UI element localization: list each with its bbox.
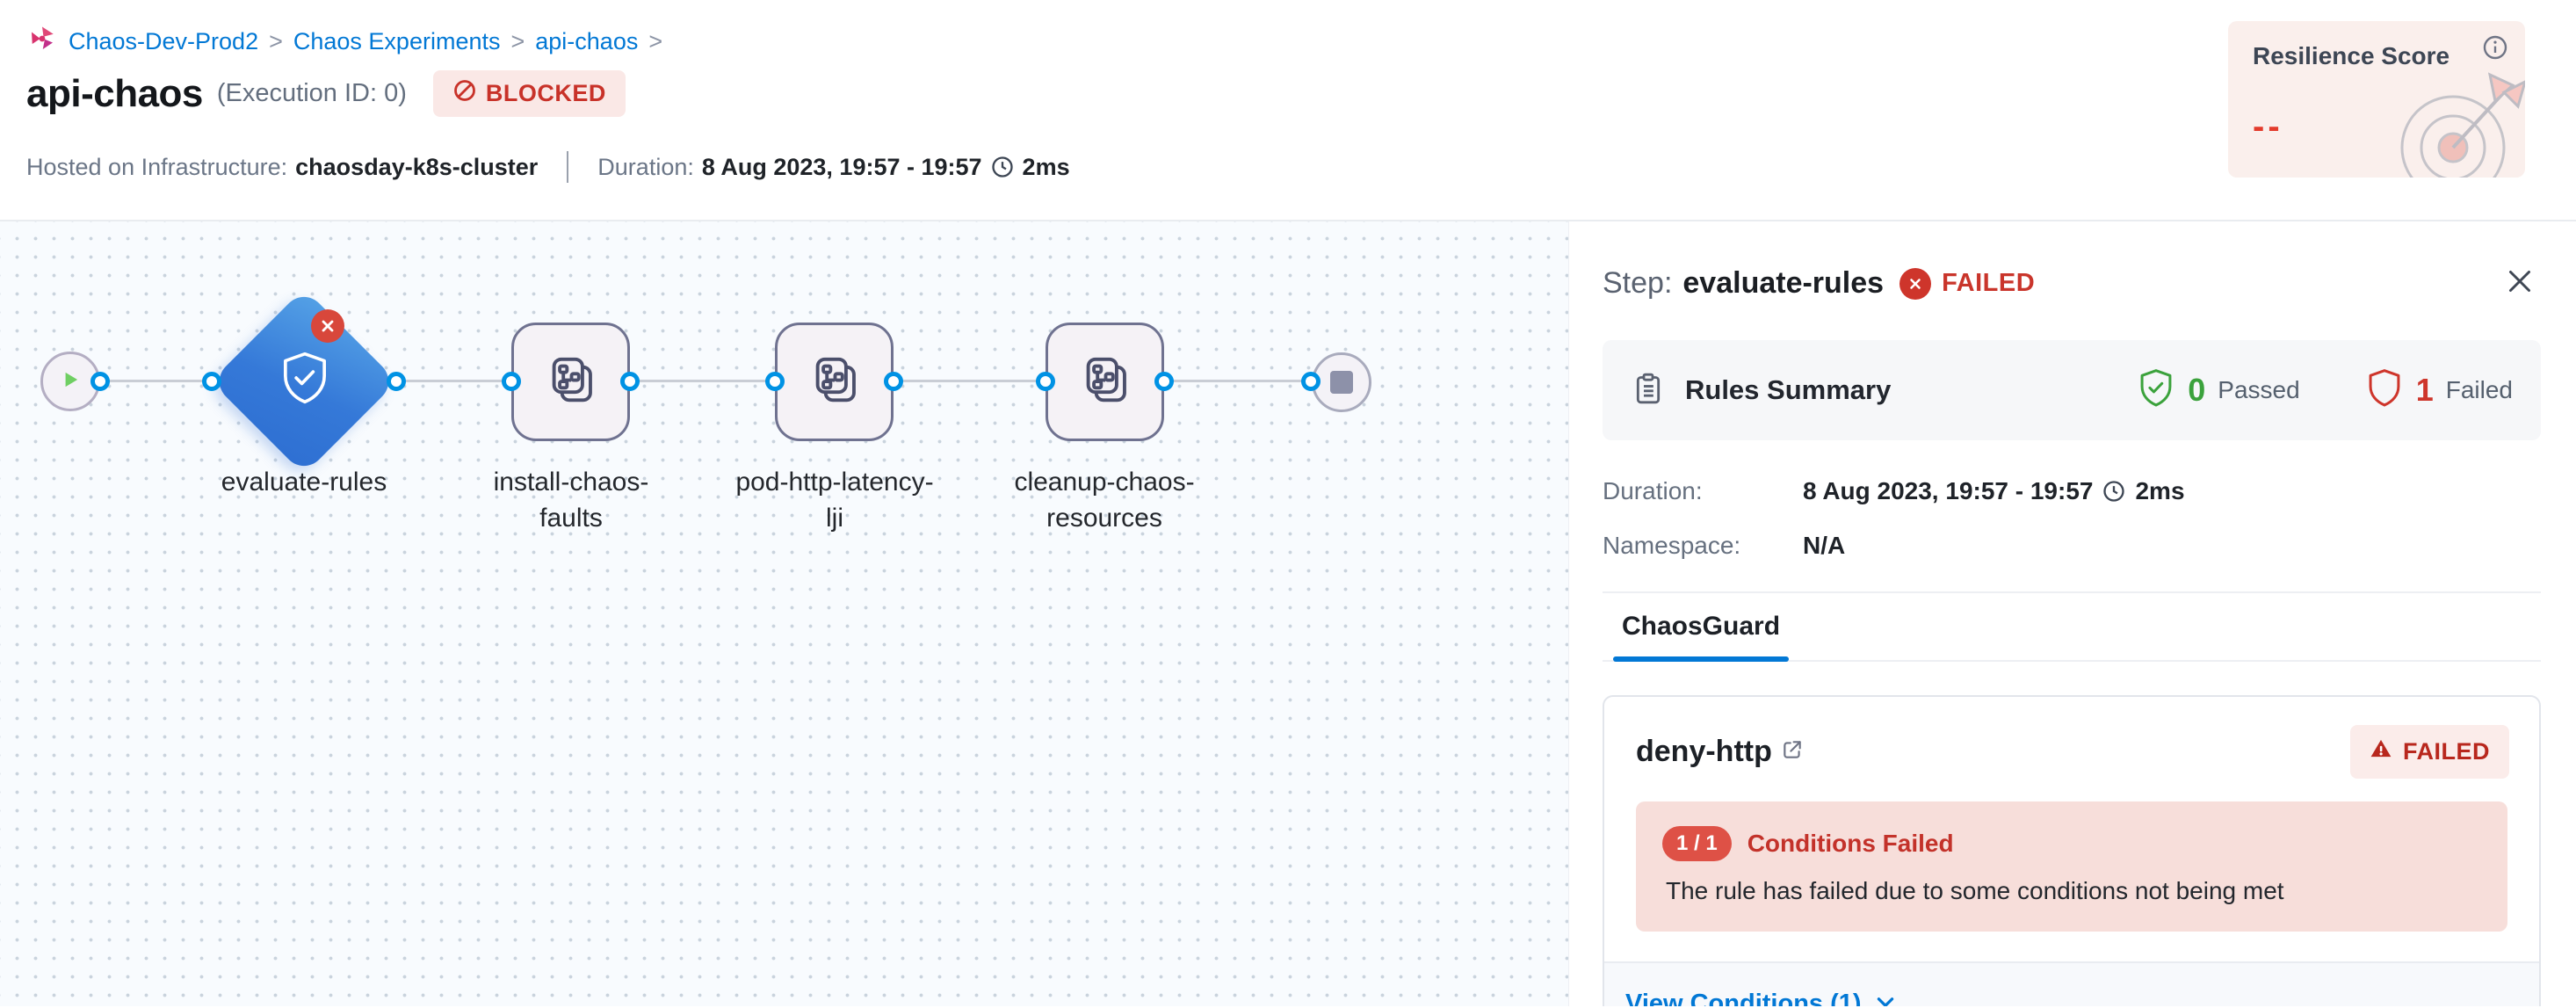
pipeline-edge <box>70 380 1311 382</box>
warning-triangle-icon <box>2370 737 2392 766</box>
duration-value: 8 Aug 2023, 19:57 - 19:57 <box>701 153 982 180</box>
clock-icon <box>990 155 1015 179</box>
panel-tabs: ChaosGuard <box>1603 591 2541 662</box>
port <box>202 372 221 391</box>
prohibited-icon <box>452 78 477 109</box>
conditions-failed-alert: 1 / 1 Conditions Failed The rule has fai… <box>1636 801 2507 932</box>
port <box>620 372 640 391</box>
rule-name-link[interactable]: deny-http <box>1636 735 1804 769</box>
pipeline-node-cleanup-chaos-resources[interactable] <box>1046 323 1164 441</box>
page-title: api-chaos <box>26 71 203 115</box>
breadcrumb-experiment-name[interactable]: api-chaos <box>535 28 639 54</box>
rule-status-text: FAILED <box>2402 738 2490 765</box>
pipeline-node-pod-http-latency[interactable] <box>775 323 894 441</box>
rule-status-badge: FAILED <box>2349 725 2509 779</box>
node-failed-badge <box>311 309 344 343</box>
step-label: Step: <box>1603 266 1673 300</box>
conditions-ratio-pill: 1 / 1 <box>1662 826 1732 861</box>
port <box>90 372 110 391</box>
node-label-cleanup-chaos-resources: cleanup-chaos-resources <box>1014 468 1195 533</box>
breadcrumb-project[interactable]: Chaos-Dev-Prod2 <box>69 28 259 54</box>
rules-summary-card: Rules Summary 0 Passed 1 Failed <box>1603 340 2541 440</box>
breadcrumb-separator: > <box>648 28 663 54</box>
rule-card-deny-http: deny-http <box>1603 695 2541 1006</box>
detail-duration-value: 8 Aug 2023, 19:57 - 19:57 <box>1803 477 2094 504</box>
node-label-evaluate-rules: evaluate-rules <box>221 468 387 497</box>
experiment-step-icon <box>544 352 598 411</box>
failed-label: Failed <box>2445 376 2513 403</box>
duration-label: Duration: <box>597 153 694 180</box>
detail-duration-label: Duration: <box>1603 477 1703 504</box>
breadcrumb-separator: > <box>510 28 525 54</box>
resilience-score-card: Resilience Score -- <box>2228 21 2525 178</box>
shield-failed-icon <box>2365 368 2404 413</box>
port <box>1036 372 1055 391</box>
failed-count: 1 <box>2415 372 2434 408</box>
pipeline-end-node <box>1312 352 1371 412</box>
passed-label: Passed <box>2218 376 2300 403</box>
breadcrumb: Chaos-Dev-Prod2 > Chaos Experiments > ap… <box>26 23 662 61</box>
chevron-down-icon <box>1874 990 1897 1006</box>
external-link-icon[interactable] <box>1781 735 1804 769</box>
node-label-install-chaos-faults: install-chaos-faults <box>493 468 649 533</box>
experiment-step-icon <box>1078 352 1132 411</box>
port <box>1154 372 1174 391</box>
info-icon[interactable] <box>2481 33 2509 66</box>
node-label-pod-http-latency: pod-http-latency-lji <box>735 468 934 533</box>
status-badge-blocked: BLOCKED <box>432 70 626 117</box>
resilience-score-title: Resilience Score <box>2253 42 2450 69</box>
shield-check-icon <box>279 351 331 411</box>
clock-icon <box>2102 479 2126 504</box>
tab-chaosguard[interactable]: ChaosGuard <box>1613 593 1790 662</box>
detail-namespace-label: Namespace: <box>1603 532 1741 559</box>
breadcrumb-separator: > <box>269 28 283 54</box>
port <box>884 372 903 391</box>
conditions-failed-label: Conditions Failed <box>1747 830 1954 857</box>
divider <box>567 151 569 183</box>
active-tab-underline <box>1613 656 1790 662</box>
execution-id: (Execution ID: 0) <box>216 79 407 107</box>
experiment-step-icon <box>807 352 862 411</box>
port <box>502 372 521 391</box>
stop-icon <box>1330 371 1353 394</box>
rule-failure-message: The rule has failed due to some conditio… <box>1666 877 2284 904</box>
port <box>765 372 785 391</box>
resilience-score-value: -- <box>2253 107 2283 146</box>
failed-circle-icon <box>1899 267 1932 300</box>
step-status: FAILED <box>1942 269 2036 297</box>
play-icon <box>59 368 82 395</box>
close-panel-button[interactable] <box>2499 260 2541 307</box>
passed-count: 0 <box>2188 372 2206 408</box>
infrastructure-name: chaosday-k8s-cluster <box>295 153 539 180</box>
view-conditions-toggle[interactable]: View Conditions (1) <box>1604 961 2539 1006</box>
target-arrow-illustration <box>2391 55 2525 178</box>
port <box>1301 372 1321 391</box>
port <box>387 372 406 391</box>
step-details-panel: Step: evaluate-rules FAILED <box>1576 221 2576 1006</box>
pipeline-node-install-chaos-faults[interactable] <box>511 323 630 441</box>
clipboard-icon <box>1631 371 1666 410</box>
shield-passed-icon <box>2137 368 2175 413</box>
top-bar: Chaos-Dev-Prod2 > Chaos Experiments > ap… <box>0 0 2576 221</box>
status-badge-text: BLOCKED <box>485 80 606 106</box>
step-name: evaluate-rules <box>1682 266 1885 300</box>
detail-elapsed: 2ms <box>2135 477 2185 504</box>
elapsed-time: 2ms <box>1022 153 1070 180</box>
harness-chaos-logo-icon <box>26 23 58 61</box>
pipeline-canvas[interactable]: evaluate-rules install-chaos-faults pod-… <box>0 221 1576 1006</box>
breadcrumb-experiments[interactable]: Chaos Experiments <box>293 28 501 54</box>
hosted-label: Hosted on Infrastructure: <box>26 153 288 180</box>
view-conditions-label: View Conditions (1) <box>1625 990 1862 1006</box>
detail-namespace-value: N/A <box>1803 532 1846 559</box>
rules-summary-title: Rules Summary <box>1685 374 1892 405</box>
